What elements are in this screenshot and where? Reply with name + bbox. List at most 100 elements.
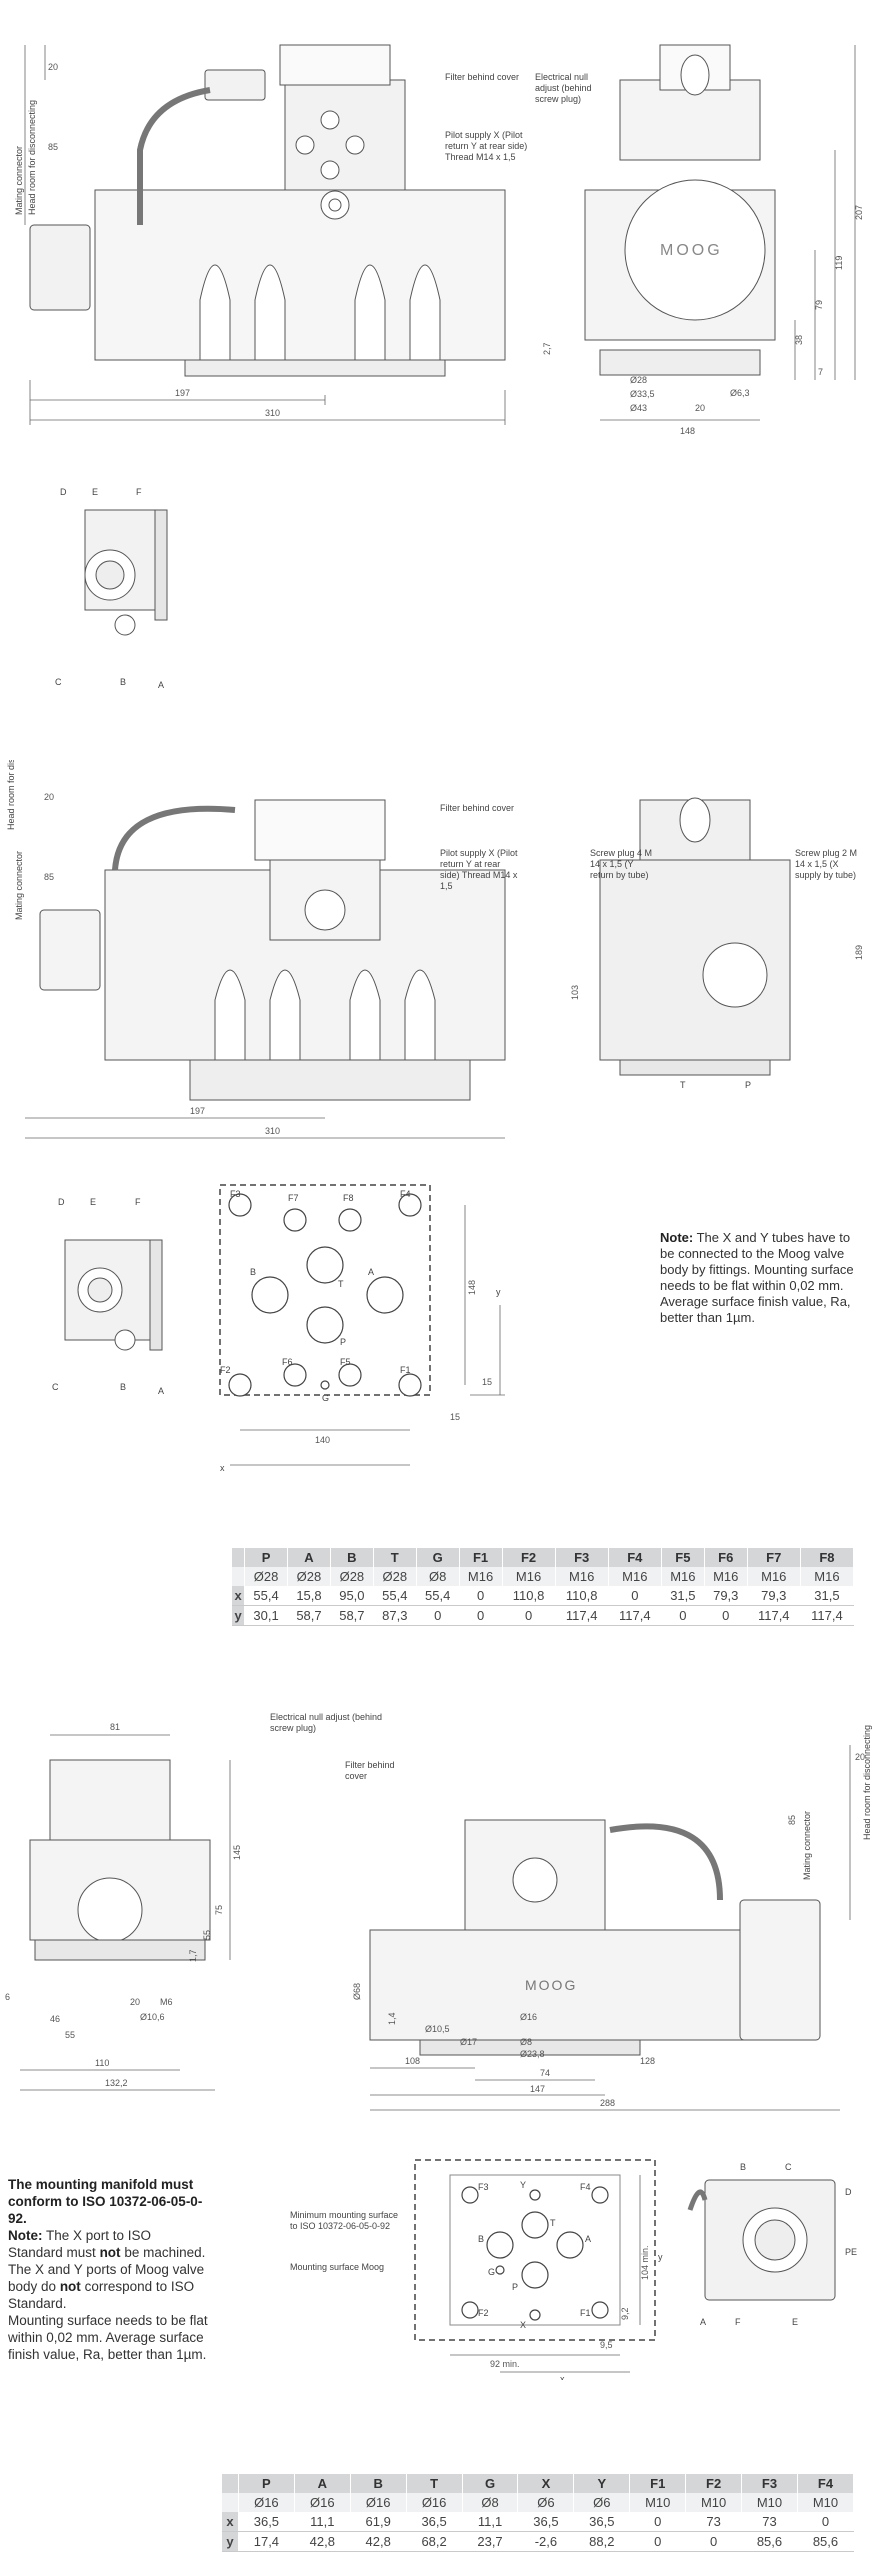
- table-cell: 73: [741, 2512, 798, 2532]
- note2-text1: The X port to ISO Standard must: [8, 2228, 152, 2260]
- dim-20-v2: 20: [44, 792, 54, 802]
- dim-108: 108: [405, 2056, 420, 2066]
- table-cell: 0: [661, 1605, 705, 1626]
- dim-310-v2: 310: [265, 1126, 280, 1136]
- table-cell: 117,4: [800, 1605, 855, 1626]
- port-a: A: [368, 1267, 374, 1277]
- table-cell: Ø16: [406, 2493, 463, 2512]
- table-cell: 36,5: [517, 2512, 575, 2532]
- dim-o23-8: Ø23,8: [520, 2049, 545, 2059]
- connector3-drawing: B C D PE E F A: [687, 2162, 857, 2327]
- port-t: T: [338, 1279, 344, 1289]
- axis-x-p2: x: [560, 2374, 565, 2380]
- callout-pilot-1: Pilot supply X (Pilot return Y at rear s…: [445, 130, 528, 162]
- table-cell: Ø6: [517, 2493, 575, 2512]
- table-cell: 55,4: [416, 1586, 460, 1606]
- table-cell: M10: [797, 2493, 855, 2512]
- pin-f-1: F: [136, 487, 142, 497]
- port-p-v2: P: [745, 1080, 751, 1090]
- table-cell: M16: [555, 1567, 609, 1586]
- callout-filter-3: Filter behind cover: [345, 1760, 395, 1781]
- table-cell: 58,7: [287, 1605, 331, 1626]
- p2-port-x: X: [520, 2320, 526, 2330]
- dim-o28: Ø28: [630, 375, 647, 385]
- table-cell: y: [222, 2531, 239, 2552]
- dim-85-v3: 85: [787, 1815, 797, 1825]
- table-cell: 61,9: [350, 2512, 407, 2532]
- table-cell: 0: [502, 1605, 556, 1626]
- label-mating-v3: Mating connector: [802, 1811, 812, 1880]
- callout-plug4: Screw plug 4 M 14 x 1,5 (Y return by tub…: [590, 848, 653, 880]
- dim-7: 7: [818, 367, 823, 377]
- axis-x-p1: x: [220, 1463, 225, 1473]
- dim-104-min: 104 min.: [640, 2245, 650, 2280]
- pin-e-1: E: [92, 487, 98, 497]
- table-cell: y: [232, 1605, 246, 1626]
- table-cell: 95,0: [330, 1586, 374, 1606]
- p2-port-a: A: [585, 2234, 591, 2244]
- dim-o10-6: Ø10,6: [140, 2012, 165, 2022]
- port-f3: F3: [230, 1189, 241, 1199]
- port-f8: F8: [343, 1193, 354, 1203]
- brand-moog-1: MOOG: [660, 242, 723, 259]
- note2-not2: not: [59, 2279, 81, 2294]
- dim-81: 81: [110, 1722, 120, 1732]
- table-cell: 79,3: [704, 1586, 748, 1606]
- axis-y-p2: y: [658, 2252, 663, 2262]
- pin-c-2: C: [52, 1382, 59, 1392]
- p2-port-g: G: [488, 2267, 495, 2277]
- pattern2-drawing: F3 Y F4 B T A P G F2 X F1 104 min. 92 mi…: [414, 2159, 663, 2380]
- table-cell: F4: [797, 2474, 855, 2493]
- note1: Note: The X and Y tubes have to be conne…: [660, 1230, 860, 1326]
- callout-electrical-3: Electrical null adjust (behind screw plu…: [270, 1712, 383, 1733]
- pattern1-drawing: F3 F7 F8 F4 B T A P F2 F6 G F5 F1 148 14…: [219, 1184, 505, 1473]
- port-p: P: [340, 1337, 346, 1347]
- table-cell: 110,8: [502, 1586, 556, 1606]
- dim-o33-5: Ø33,5: [630, 389, 655, 399]
- pin-e-3: E: [792, 2317, 798, 2327]
- table-cell: 31,5: [800, 1586, 855, 1606]
- table-cell: F4: [608, 1548, 662, 1567]
- dim-46: 46: [50, 2014, 60, 2024]
- note2-text2: be machined. The X and Y ports of Moog v…: [8, 2245, 206, 2294]
- brand-moog-2: MOOG: [525, 1977, 577, 1993]
- dim-1-4: 1,4: [387, 2012, 397, 2025]
- dim-119: 119: [834, 256, 844, 270]
- pin-pe-3: PE: [845, 2247, 857, 2257]
- dim-197: 197: [175, 388, 190, 398]
- dim-55: 55: [202, 1930, 212, 1940]
- table-cell: F6: [704, 1548, 748, 1567]
- table-cell: P: [238, 2474, 295, 2493]
- table-cell: 117,4: [747, 1605, 801, 1626]
- dim-o43: Ø43: [630, 403, 647, 413]
- dim-92-min: 92 min.: [490, 2359, 520, 2369]
- table-cell: 55,4: [373, 1586, 417, 1606]
- dim-288: 288: [600, 2098, 615, 2108]
- dim-o68: Ø68: [352, 1983, 362, 2000]
- port-f4: F4: [400, 1189, 411, 1199]
- table-cell: x: [232, 1586, 246, 1606]
- dim-9-5: 9,5: [600, 2340, 613, 2350]
- table-cell: Ø28: [287, 1567, 331, 1586]
- table-cell: [222, 2474, 239, 2493]
- table-cell: F7: [747, 1548, 801, 1567]
- table-cell: 15,8: [287, 1586, 331, 1606]
- dim-148-p1: 148: [467, 1280, 477, 1295]
- dim-148: 148: [680, 426, 695, 436]
- note2-text4: Mounting surface needs to be flat within…: [8, 2313, 208, 2362]
- dim-20b: 20: [695, 403, 705, 413]
- dim-2-7: 2,7: [542, 342, 552, 355]
- callout-filter-1: Filter behind cover: [445, 72, 520, 82]
- dim-147: 147: [530, 2084, 545, 2094]
- view3-drawing: 81 145 75 55 1,7 6 20 M6 Ø10,6 46 55 110…: [5, 1722, 872, 2111]
- table-cell: [232, 1548, 246, 1567]
- table-cell: 0: [459, 1586, 503, 1606]
- table-cell: F2: [685, 2474, 743, 2493]
- dim-9-2: 9,2: [620, 2307, 630, 2320]
- table-cell: 79,3: [747, 1586, 801, 1606]
- table-cell: Ø16: [238, 2493, 295, 2512]
